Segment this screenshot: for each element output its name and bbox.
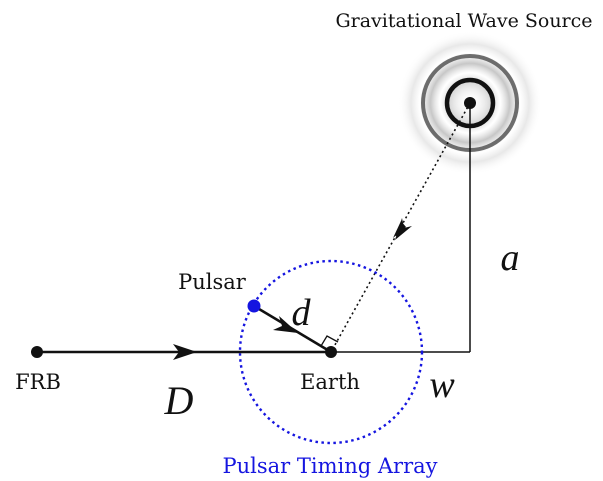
pta-label: Pulsar Timing Array bbox=[222, 454, 437, 478]
propagation-arrowhead-fill bbox=[395, 218, 412, 240]
pulsar-timing-array-ring bbox=[238, 259, 424, 445]
height-a-label: a bbox=[501, 237, 520, 279]
frb-dot bbox=[31, 346, 43, 358]
pulsar-dot bbox=[247, 299, 261, 313]
earth-label: Earth bbox=[300, 370, 360, 394]
frb-label: FRB bbox=[15, 370, 61, 394]
pulsar-label: Pulsar bbox=[178, 270, 247, 294]
frb-arrowhead bbox=[173, 344, 197, 360]
distance-D-label: D bbox=[164, 378, 194, 423]
pulsar-arrowhead bbox=[273, 316, 298, 333]
earth-dot bbox=[325, 346, 337, 358]
source-label: Gravitational Wave Source bbox=[335, 10, 592, 32]
width-w-label: w bbox=[429, 364, 455, 406]
distance-d-label: d bbox=[292, 292, 312, 334]
right-angle-marker bbox=[320, 335, 339, 347]
